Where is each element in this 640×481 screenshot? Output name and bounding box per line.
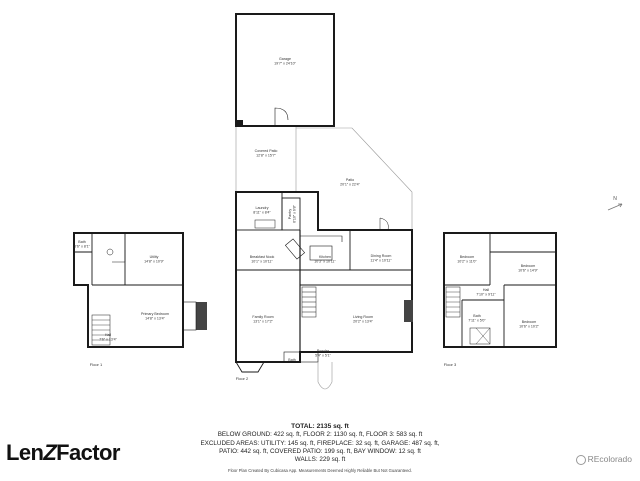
compass: N (606, 196, 624, 214)
lenzfactor-logo: LenZFactor (6, 440, 120, 466)
summary-line: WALLS: 229 sq. ft (294, 456, 346, 464)
room-dims: 10'2" x 11'0" (457, 260, 477, 264)
floor-2-plan (235, 13, 413, 390)
room-name: Family Room (252, 315, 273, 319)
room-dims: 20'2" x 13'4" (353, 320, 373, 324)
floor-2-label: Floor 2 (236, 376, 249, 381)
room-name: Garage (279, 57, 291, 61)
room-name: Covered Patio (255, 149, 278, 153)
room-name: Bedroom (521, 264, 536, 268)
floor-2-stairs (301, 286, 317, 318)
pantry-room (281, 197, 301, 231)
room-name: Pantry (288, 209, 292, 220)
room-name: Patio (346, 178, 354, 182)
floor-3-plan (443, 232, 557, 348)
floor-3-walls (443, 232, 557, 348)
room-name: Bedroom (522, 320, 537, 324)
floor-2-fireplace (404, 300, 413, 322)
room-name: Powder (317, 349, 330, 353)
room-dims: 7'10" x 9'11" (476, 293, 496, 297)
summary-line: BELOW GROUND: 422 sq. ft, FLOOR 2: 1130 … (217, 431, 423, 439)
room-name: Laundry (256, 206, 269, 210)
brand-z: Z (43, 440, 57, 465)
summary-line: EXCLUDED AREAS: UTILITY: 145 sq. ft, FIR… (200, 439, 440, 447)
room-name: Hall (483, 288, 489, 292)
bay-window (235, 361, 265, 373)
room-dims: 19'7" x 24'10" (274, 62, 296, 66)
room-name: Bath (78, 240, 85, 244)
room-name: Bedroom (460, 255, 475, 259)
room-name: Dining Room (371, 254, 392, 258)
area-summary: TOTAL: 2135 sq. ft BELOW GROUND: 422 sq.… (150, 423, 490, 476)
room-name: Bath (473, 314, 480, 318)
room-name: Living Room (353, 315, 373, 319)
credit-text: REcolorado (587, 454, 632, 464)
room-dims: 11'4" x 10'11" (370, 259, 392, 263)
room-dims: 5'4" x 5'1" (315, 354, 331, 358)
room-name: Kitchen (319, 255, 331, 259)
svg-text:Bath: Bath (288, 358, 295, 362)
floor-1-label: Floor 1 (90, 362, 103, 367)
brand-part: Factor (56, 440, 120, 465)
room-name: Utility (150, 255, 159, 259)
floor-2-walls (235, 191, 413, 363)
floor-1-plan (73, 232, 207, 348)
covered-patio-outline (235, 127, 297, 193)
room-dims: 7'11" x 5'0" (468, 319, 486, 323)
room-dims: 14'8" x 10'9" (144, 260, 164, 264)
room-dims: 10'6" x 10'2" (519, 325, 539, 329)
floor-1-fireplace (196, 302, 207, 330)
room-dims: 20'1" x 22'4" (340, 183, 360, 187)
svg-text:Pantry6'10" x 6'8": Pantry6'10" x 6'8" (288, 204, 297, 222)
room-name: Breakfast Nook (250, 255, 275, 259)
compass-arrow-icon (607, 203, 623, 211)
image-credit: REcolorado (575, 454, 632, 465)
patio-outline (296, 127, 413, 230)
room-dims: 8'11" x 8'4" (253, 211, 271, 215)
room-name: Primary Bedroom (141, 312, 169, 316)
garage-outline (235, 13, 335, 127)
room-dims: 6'10" x 6'8" (293, 204, 297, 222)
summary-total: TOTAL: 2135 sq. ft (291, 423, 349, 430)
room-dims: 10'6" x 14'9" (518, 269, 538, 273)
room-name: Hall (105, 333, 111, 337)
summary-line: PATIO: 442 sq. ft, COVERED PATIO: 199 sq… (219, 447, 421, 455)
compass-label: N (613, 196, 617, 202)
floor-3-label: Floor 3 (444, 362, 457, 367)
summary-note: Floor Plan Created By Cubicasa App. Meas… (228, 468, 412, 474)
copyright-icon (575, 454, 586, 465)
room-dims: 13'1" x 17'2" (253, 320, 273, 324)
brand-part: Len (6, 440, 44, 465)
room-name: Bath (288, 358, 295, 362)
room-dims: 10'1" x 10'11" (251, 260, 273, 264)
room-dims: 12'8" x 15'7" (256, 154, 276, 158)
room-dims: 10'3" x 10'11" (314, 260, 336, 264)
floor-1-walls (73, 232, 184, 348)
room-dims: 7'6" x 13'4" (99, 338, 117, 342)
room-dims: 5'6" x 8'1" (74, 245, 90, 249)
room-dims: 14'8" x 13'4" (145, 317, 165, 321)
